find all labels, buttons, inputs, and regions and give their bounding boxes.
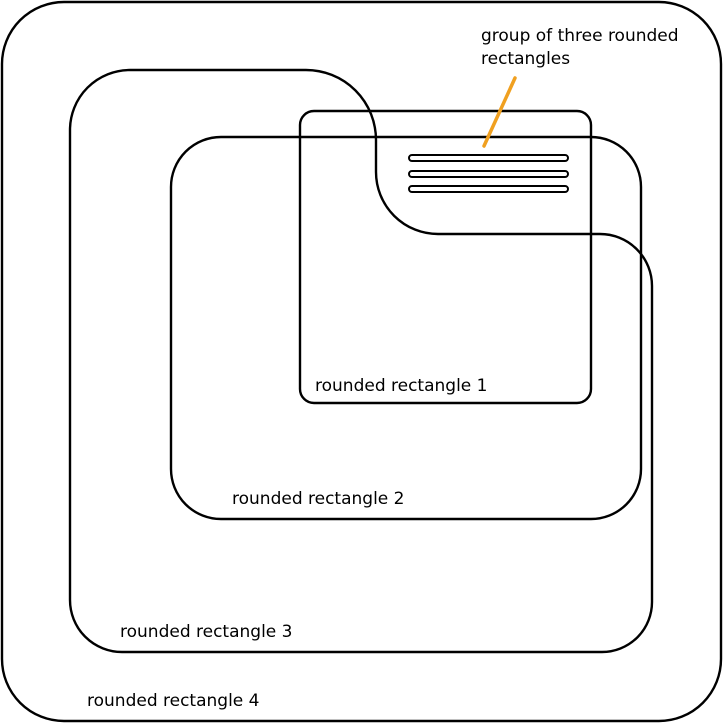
callout-label-line-2: rectangles — [481, 49, 570, 69]
rounded-rectangle-1[interactable] — [298, 109, 593, 405]
rounded-rectangle-2[interactable] — [169, 135, 643, 521]
small-rounded-bar[interactable] — [408, 170, 569, 178]
small-rounded-bar[interactable] — [408, 154, 569, 162]
rect3-label: rounded rectangle 3 — [120, 622, 292, 642]
rect2-label: rounded rectangle 2 — [232, 489, 404, 509]
callout-line — [482, 76, 517, 148]
small-rounded-bar[interactable] — [408, 185, 569, 193]
rect1-label: rounded rectangle 1 — [315, 376, 487, 396]
callout-label-line-1: group of three rounded — [481, 26, 679, 46]
three-rounded-rectangles-group[interactable] — [408, 154, 569, 193]
rect4-label: rounded rectangle 4 — [87, 691, 259, 711]
